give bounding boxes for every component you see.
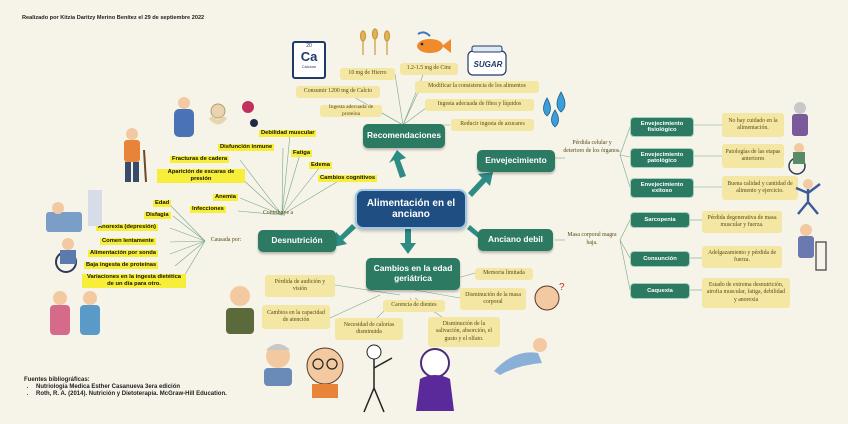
purple-elder-illustration (410, 345, 460, 411)
calcium-icon: 20 Ca Calcium (292, 41, 326, 79)
contribuye-anemia: Anemia (213, 194, 238, 201)
references: Fuentes bibliográficas: Nutriología Medi… (24, 377, 227, 398)
exercising-elder-illustration (790, 178, 826, 216)
tipo-consuncion: Consunción (630, 251, 690, 267)
sad-woman-illustration (258, 338, 298, 386)
nota-fisiologico: No hay cuidado en la alimentación. (722, 113, 784, 137)
contribuye-cognitivos: Cambios cognitivos (318, 175, 377, 182)
resting-woman-illustration (490, 335, 552, 377)
walker-elder-illustration (790, 222, 830, 272)
nota-caquexia: Estado de extrema desnutrición, atrofia … (702, 278, 790, 308)
cambio-audicion: Pérdida de audición y visión (265, 275, 335, 297)
causada-label: Causada por: (203, 237, 249, 245)
fish-icon (412, 28, 452, 58)
nota-patologico: Patologías de las etapas anteriores (722, 144, 784, 168)
elderly-face-illustration (300, 342, 350, 398)
reference-item: Nutriología Medica Esther Casanueva 3era… (36, 384, 227, 390)
contribuye-infecciones: Infecciones (190, 206, 226, 213)
branch-anciano-debil: Anciano debil (478, 229, 553, 251)
contribuye-fracturas: Fracturas de cadera (170, 156, 229, 163)
nota-exitoso: Buena calidad y cantidad de alimento y e… (722, 176, 798, 200)
contribuye-inmune: Disfunción inmune (218, 144, 274, 151)
elderly-couple-illustration (42, 290, 112, 338)
sugar-label: SUGAR (470, 60, 506, 69)
rec-item-calcio: Consumir 1200 mg de Calcio (296, 86, 380, 98)
author-header: Realizado por Kitzia Daritzy Merino Bení… (22, 15, 204, 21)
tipo-caquexia: Caquexia (630, 283, 690, 299)
rec-item-hierro: 10 mg de Hierro (340, 68, 395, 80)
causa-disfagia: Disfagia (144, 212, 171, 219)
stick-figure-illustration (352, 342, 398, 414)
branch-desnutricion: Desnutrición (258, 230, 336, 252)
wheat-icon (355, 28, 397, 56)
tipo-fisiologico: Envejecimiento fisiológico (630, 117, 694, 137)
elderly-woman-illustration (786, 100, 814, 138)
rec-item-azucares: Reducir ingesta de azucares (451, 119, 534, 131)
elderly-man-cane-illustration (112, 126, 152, 186)
envejecimiento-desc: Pérdida celular y deterioro de los órgan… (563, 140, 621, 155)
contribuye-label: Contribuye a (256, 210, 300, 218)
branch-cambios: Cambios en la edad geriátrica (366, 258, 460, 290)
water-drops-icon (537, 90, 573, 130)
rec-item-consistencia: Modificar la consistencia de los aliment… (415, 81, 539, 93)
central-node: Alimentación en el anciano (355, 189, 467, 229)
tipo-patologico: Envejecimiento patológico (630, 148, 694, 168)
cambio-dientes: Carencia de dientes (383, 300, 445, 312)
reference-item: Roth, R. A. (2014). Nutrición y Dietoter… (36, 391, 227, 397)
anciano-debil-desc: Masa corporal magra baja. (564, 232, 620, 247)
contribuye-edema: Edema (309, 162, 332, 169)
cambio-masa: Disminución de la masa corporal (460, 288, 526, 310)
elderly-bones-illustration (166, 95, 262, 145)
references-title: Fuentes bibliográficas: (24, 377, 227, 383)
rec-item-proteina: Ingesta adecuada de proteína (320, 105, 382, 117)
nota-sarcopenia: Pérdida degenerativa de masa muscular y … (702, 211, 782, 233)
worried-man-illustration: ? (525, 280, 569, 320)
contribuye-fatiga: Fatiga (291, 150, 312, 157)
cambio-memoria: Memoria limitada (475, 268, 533, 280)
cambio-atencion: Cambios en la capacidad de atención (262, 305, 330, 329)
wheelchair-illustration (785, 140, 815, 176)
tipo-exitoso: Envejecimiento exitoso (630, 178, 694, 198)
elderly-hospital-illustration (38, 182, 118, 282)
branch-envejecimiento: Envejecimiento (477, 150, 555, 172)
causa-edad: Edad (153, 200, 171, 207)
contribuye-debilidad: Debilidad muscular (259, 130, 316, 137)
svg-text:?: ? (559, 282, 565, 293)
thinking-man-illustration (218, 282, 260, 334)
tipo-sarcopenia: Sarcopenia (630, 212, 690, 228)
rec-item-fibra: Ingesta adecuada de fibra y líquidos (425, 99, 534, 111)
cambio-calorias: Necesidad de calorías disminuida (335, 318, 403, 340)
nota-consuncion: Adelgazamiento y pérdida de fuerza. (702, 246, 782, 268)
branch-recomendaciones: Recomendaciones (363, 124, 445, 148)
contribuye-escaras: Aparición de escaras de presión (157, 169, 245, 183)
rec-item-cinc: 1.2-1.5 mg de Cinc (400, 63, 458, 75)
